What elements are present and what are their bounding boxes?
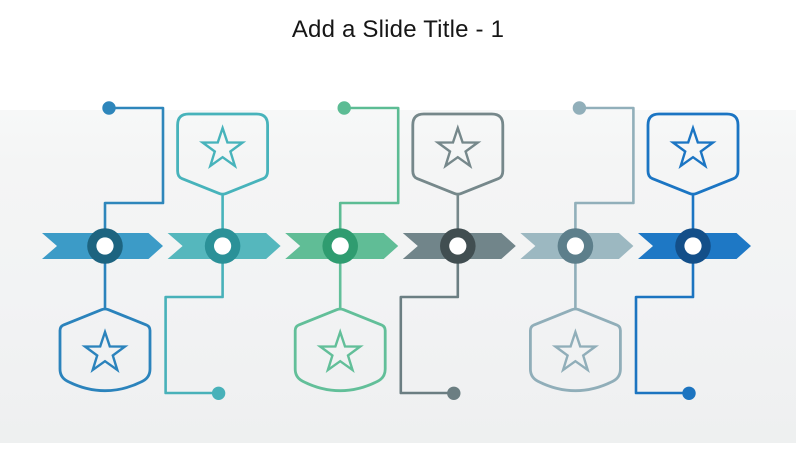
timeline-item-5-connector-line <box>574 106 635 233</box>
timeline-item-3-milestone-marker[interactable] <box>322 228 359 264</box>
timeline-item-3-star-icon <box>316 328 364 374</box>
timeline-item-6-star-icon <box>669 124 717 170</box>
timeline-item-4-star-badge[interactable] <box>411 112 505 196</box>
timeline-item-1-milestone-marker[interactable] <box>87 228 123 264</box>
timeline-item-3-connector-dot <box>337 101 351 115</box>
milestone-circle-layer <box>87 228 711 264</box>
timeline-item-2-connector-dot <box>211 386 226 400</box>
timeline-item-4-star-icon <box>434 124 482 170</box>
timeline-item-6-star-badge[interactable] <box>646 112 740 196</box>
slide-title-placeholder[interactable]: Add a Slide Title - 1 <box>291 16 505 43</box>
timeline-item-5-star-icon <box>551 328 600 374</box>
timeline-item-3-connector-line <box>338 106 400 233</box>
timeline-item-4-milestone-marker[interactable] <box>440 228 476 264</box>
timeline-item-1-star-icon <box>81 328 129 374</box>
timeline-item-1-milestone-center <box>96 237 114 255</box>
timeline-item-6-connector-dot <box>682 386 696 400</box>
timeline-item-5-milestone-marker[interactable] <box>557 228 594 264</box>
connector-and-badge-layer <box>58 101 740 400</box>
timeline-item-2-star-badge[interactable] <box>176 112 269 196</box>
timeline-item-2-milestone-marker[interactable] <box>204 228 241 264</box>
timeline-item-4-milestone-center <box>449 237 467 255</box>
timeline-item-1-connector-dot <box>102 101 116 115</box>
timeline-item-5-decor[interactable] <box>529 101 635 393</box>
timeline-item-2-connector-line <box>164 259 224 395</box>
timeline-item-1-star-badge[interactable] <box>58 307 152 393</box>
timeline-item-6-decor[interactable] <box>634 112 740 400</box>
timeline-item-4-decor[interactable] <box>399 112 505 400</box>
timeline-item-2-star-icon <box>198 124 247 170</box>
timeline-item-4-connector-dot <box>447 386 461 400</box>
timeline-item-6-connector-line <box>634 259 695 395</box>
timeline-item-5-star-badge[interactable] <box>529 307 622 393</box>
timeline-item-1-connector-line <box>103 106 165 233</box>
chevron-layer <box>42 233 751 259</box>
timeline-item-2-milestone-center <box>214 237 232 255</box>
timeline-item-6-milestone-marker[interactable] <box>675 228 711 264</box>
timeline-item-4-connector-line <box>399 259 460 395</box>
timeline-item-5-connector-dot <box>572 101 587 115</box>
timeline-item-6-milestone-center <box>684 237 702 255</box>
timeline-item-3-milestone-center <box>331 237 349 255</box>
timeline-item-5-milestone-center <box>566 237 585 255</box>
timeline-item-3-star-badge[interactable] <box>293 307 387 393</box>
